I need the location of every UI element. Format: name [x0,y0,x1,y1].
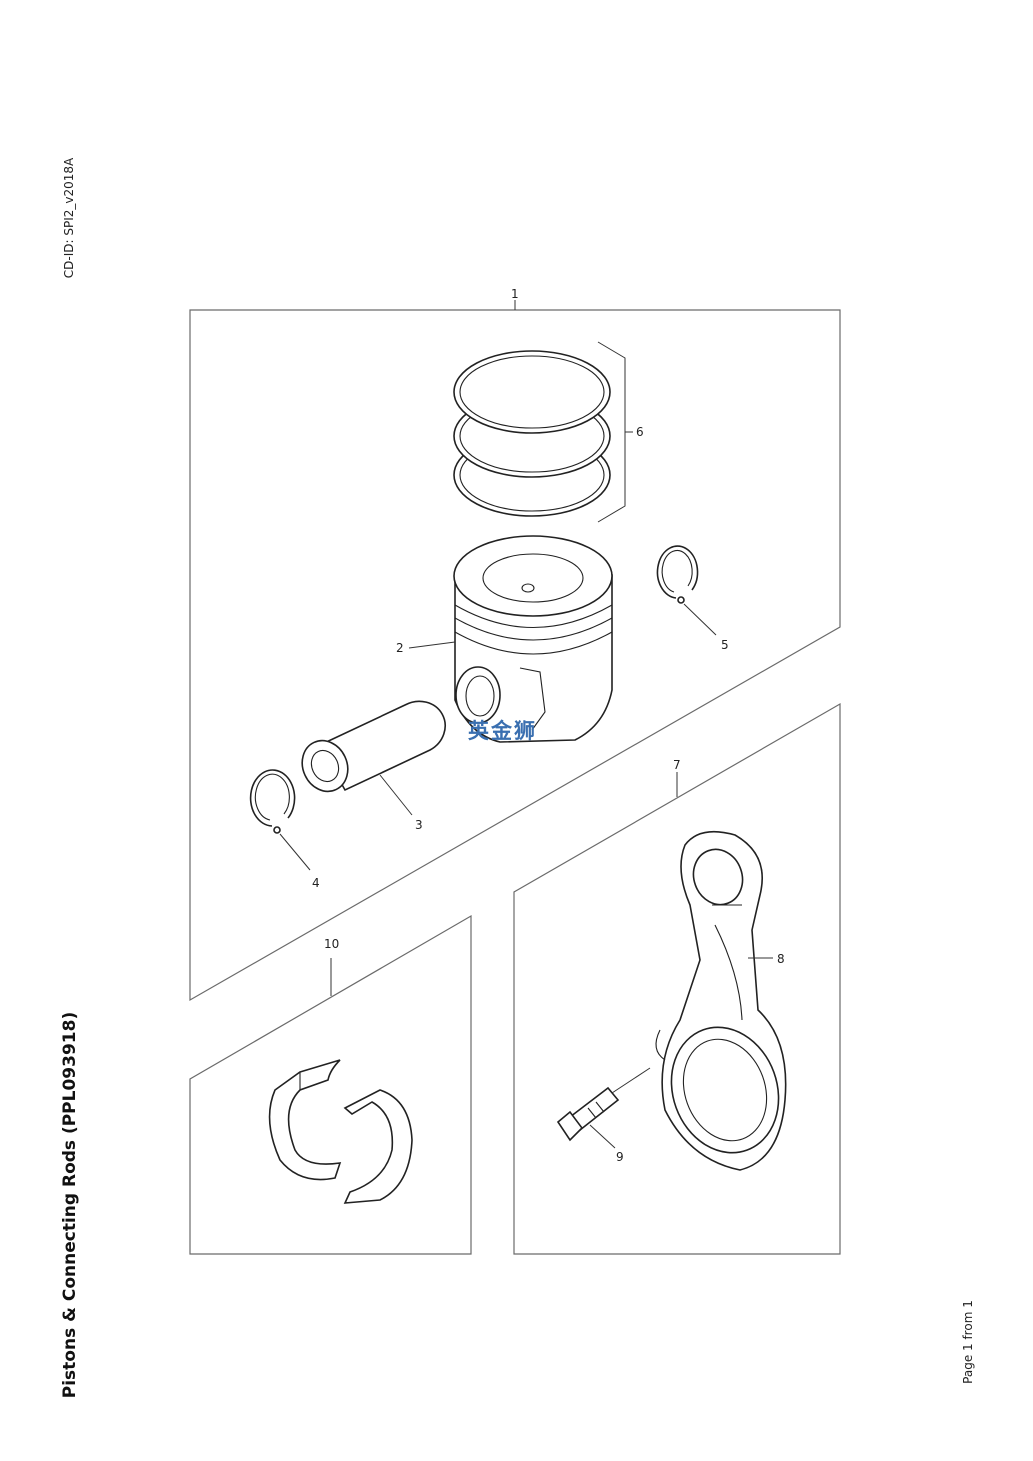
callout-8: 8 [777,952,785,966]
group-frame-10 [189,914,472,1255]
callout-2: 2 [396,641,404,655]
leader-5 [683,603,717,636]
watermark-text: 英金狮 [468,719,537,743]
leader-9-b [589,1124,616,1149]
connecting-rod [655,830,787,1171]
piston-ring-set [453,350,611,517]
callout-1: 1 [511,287,519,301]
leader-4 [279,833,311,871]
piston-pin [301,700,446,793]
connecting-rod-bolt [556,1086,620,1142]
piston [453,535,613,743]
callout-5: 5 [721,638,729,652]
snap-ring-5 [656,545,699,604]
bearing-shell-pair [268,1059,413,1204]
leader-3 [379,774,413,816]
callout-7: 7 [673,758,681,772]
leader-9-a [611,1067,651,1094]
snap-ring-4 [249,769,296,834]
group-frame-1 [189,309,841,1002]
callout-9: 9 [616,1150,624,1164]
leader-2 [408,641,456,649]
group-frame-7 [513,702,841,1255]
callout-10: 10 [324,937,339,951]
callout-4: 4 [312,876,320,890]
callout-6: 6 [636,425,644,439]
callout-3: 3 [415,818,423,832]
